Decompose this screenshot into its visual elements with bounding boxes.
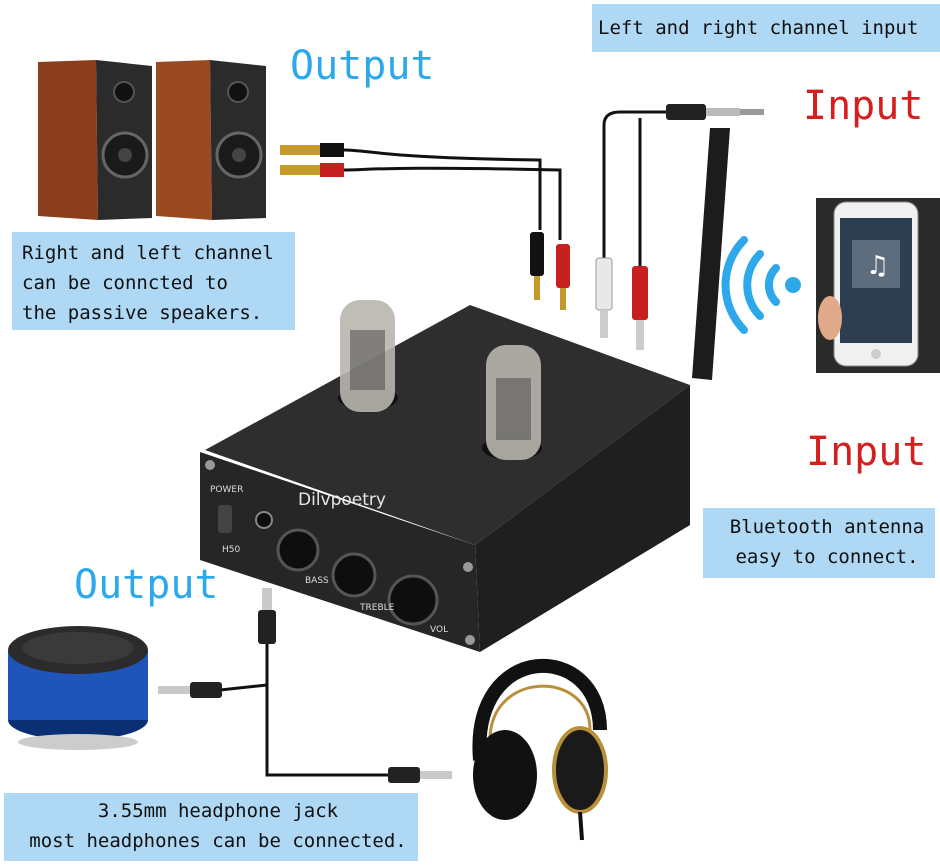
rca-plug-icon (595, 104, 764, 350)
bluetooth-antenna (692, 128, 730, 380)
callout-passive-speakers: Right and left channel can be conncted t… (12, 232, 295, 330)
callout-headphone-jack: 3.55mm headphone jack most headphones ca… (4, 793, 418, 861)
knob-label-vol: VOL (430, 625, 448, 635)
headphones-icon (472, 658, 608, 841)
power-label: POWER (210, 485, 243, 495)
power-switch[interactable] (218, 505, 232, 533)
treble-knob[interactable] (331, 552, 377, 598)
callout-bluetooth-antenna: Bluetooth antenna easy to connect. (703, 508, 935, 578)
headphone-port[interactable] (255, 511, 273, 529)
bookshelf-speaker-icon (38, 60, 266, 220)
bluetooth-speaker-icon (8, 626, 148, 750)
amp-brand: Dilvpoetry (298, 490, 386, 510)
volume-knob[interactable] (387, 574, 439, 626)
callout-channel-input: Left and right channel input (592, 4, 940, 52)
speaker-cable (280, 143, 570, 310)
input-label-rca: Input (803, 83, 924, 129)
aux-jack-icon (158, 588, 452, 783)
svg-text:♫: ♫ (866, 251, 889, 281)
output-label-speakers: Output (290, 43, 435, 89)
knob-label-treble: TREBLE (359, 603, 395, 613)
bluetooth-signal-icon (721, 236, 801, 334)
input-label-bluetooth: Input (806, 429, 927, 475)
smartphone-icon: ♫ (816, 198, 940, 373)
model-label: H50 (222, 545, 240, 555)
tube-amplifier: Dilvpoetry POWER H50 BASS TREBLE VOL (200, 300, 690, 652)
output-label-headphone: Output (74, 562, 219, 608)
bass-knob[interactable] (276, 528, 320, 572)
knob-label-bass: BASS (305, 576, 329, 586)
